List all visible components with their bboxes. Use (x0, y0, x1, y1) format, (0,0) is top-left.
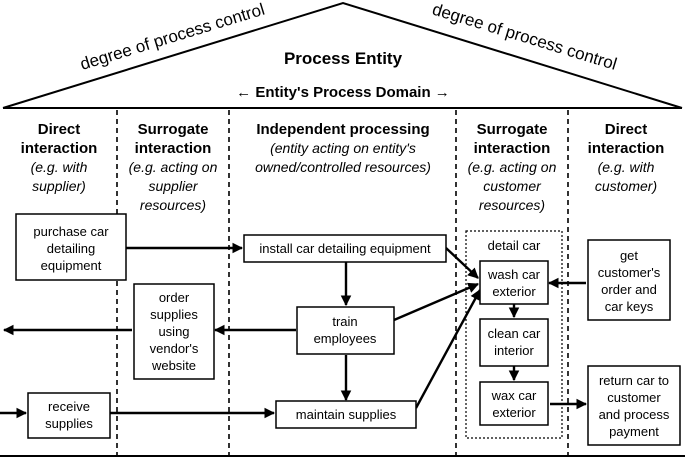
svg-text:customer: customer (483, 178, 542, 194)
svg-text:(entity acting on entity's: (entity acting on entity's (270, 140, 416, 156)
diagram-title: Process Entity (284, 49, 403, 68)
svg-text:(e.g. acting on: (e.g. acting on (129, 159, 218, 175)
svg-text:purchase car: purchase car (33, 224, 109, 239)
svg-text:interior: interior (494, 343, 534, 358)
column-heading-customer-direct: Direct interaction (e.g. with customer) (588, 121, 665, 194)
node-train-employees: train employees (296, 306, 395, 355)
node-receive-supplies: receive supplies (27, 392, 111, 439)
arrow-train-to-wash (393, 282, 479, 322)
detail-car-group (465, 230, 563, 439)
svg-text:wash car: wash car (487, 267, 541, 282)
svg-text:train: train (332, 314, 357, 329)
svg-text:supplier): supplier) (32, 178, 86, 194)
detail-car-label: detail car (488, 238, 541, 253)
svg-text:website: website (151, 358, 196, 373)
node-get-order-keys: get customer's order and car keys (587, 239, 671, 321)
svg-text:using: using (158, 324, 189, 339)
node-clean-interior: clean car interior (479, 318, 549, 367)
svg-text:resources): resources) (140, 197, 206, 213)
node-install-equipment: install car detailing equipment (243, 234, 447, 263)
svg-text:return car to: return car to (599, 373, 669, 388)
roof-outline (2, 1, 683, 109)
roof-left-label: degree of process control (78, 0, 267, 74)
svg-text:supplier: supplier (148, 178, 198, 194)
svg-text:interaction: interaction (21, 140, 98, 157)
svg-text:(e.g. with: (e.g. with (31, 159, 88, 175)
svg-text:customer's: customer's (598, 265, 661, 280)
arrow-maintain-to-wash (414, 289, 482, 409)
svg-text:vendor's: vendor's (150, 341, 199, 356)
svg-text:car keys: car keys (605, 299, 654, 314)
svg-text:supplies: supplies (45, 416, 93, 431)
node-order-supplies: order supplies using vendor's website (133, 283, 215, 380)
svg-text:install car detailing equipmen: install car detailing equipment (259, 241, 431, 256)
svg-text:detailing: detailing (47, 241, 95, 256)
svg-text:exterior: exterior (492, 284, 536, 299)
column-heading-supplier-direct: Direct interaction (e.g. with supplier) (21, 121, 98, 194)
svg-text:interaction: interaction (474, 140, 551, 157)
process-domain-label: ← Entity's Process Domain → (236, 84, 450, 101)
svg-text:(e.g. with: (e.g. with (598, 159, 655, 175)
svg-text:Direct: Direct (38, 121, 81, 138)
svg-text:maintain supplies: maintain supplies (296, 407, 397, 422)
svg-text:supplies: supplies (150, 307, 198, 322)
svg-text:equipment: equipment (41, 258, 102, 273)
svg-text:owned/controlled resources): owned/controlled resources) (255, 159, 431, 175)
svg-text:employees: employees (314, 331, 377, 346)
flow-arrows (0, 242, 588, 419)
node-wax-exterior: wax car exterior (479, 381, 549, 426)
svg-text:payment: payment (609, 424, 659, 439)
column-heading-supplier-surrogate: Surrogate interaction (e.g. acting on su… (129, 121, 218, 213)
node-wash-exterior: wash car exterior (479, 260, 549, 305)
svg-text:interaction: interaction (588, 140, 665, 157)
svg-text:and process: and process (599, 407, 670, 422)
svg-text:wax car: wax car (491, 388, 537, 403)
arrow-install-to-wash (445, 247, 479, 279)
svg-text:Direct: Direct (605, 121, 648, 138)
svg-text:exterior: exterior (492, 405, 536, 420)
node-maintain-supplies: maintain supplies (275, 400, 417, 429)
svg-text:Surrogate: Surrogate (138, 121, 209, 138)
svg-text:receive: receive (48, 399, 90, 414)
svg-text:order: order (159, 290, 190, 305)
svg-text:Independent processing: Independent processing (256, 121, 429, 138)
column-heading-independent: Independent processing (entity acting on… (255, 121, 431, 175)
column-heading-customer-surrogate: Surrogate interaction (e.g. acting on cu… (468, 121, 557, 213)
svg-text:order and: order and (601, 282, 657, 297)
svg-text:customer: customer (607, 390, 661, 405)
svg-text:clean car: clean car (488, 326, 541, 341)
node-return-car: return car to customer and process payme… (587, 365, 681, 446)
svg-text:(e.g. acting on: (e.g. acting on (468, 159, 557, 175)
roof-right-label: degree of process control (430, 0, 619, 74)
svg-text:Surrogate: Surrogate (477, 121, 548, 138)
node-purchase-equipment: purchase car detailing equipment (15, 213, 127, 281)
svg-text:resources): resources) (479, 197, 545, 213)
svg-text:interaction: interaction (135, 140, 212, 157)
svg-text:customer): customer) (595, 178, 657, 194)
svg-text:get: get (620, 248, 638, 263)
